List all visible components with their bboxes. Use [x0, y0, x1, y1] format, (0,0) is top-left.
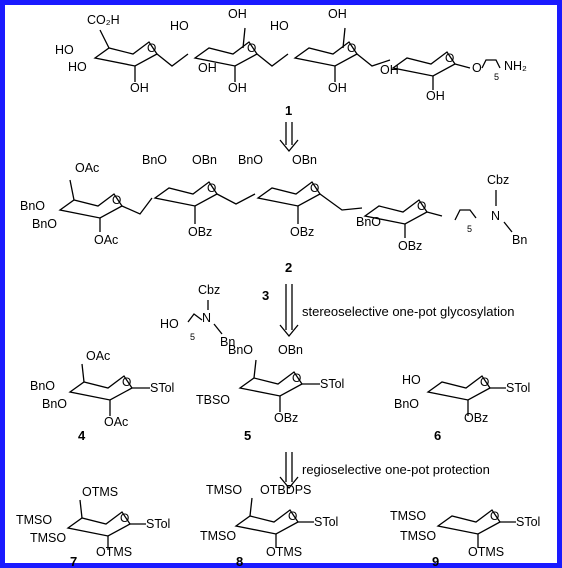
c7-otms-b: OTMS: [96, 545, 132, 559]
c1-co2h: CO₂H: [87, 13, 120, 27]
c8-otms: OTMS: [266, 545, 302, 559]
compound-5: BnO OBn TBSO STol OBz 5: [196, 343, 344, 443]
c4-label: 4: [78, 428, 86, 443]
c2-n: N: [491, 209, 500, 223]
retro-arrow-2: [279, 284, 299, 338]
protection-step-text: regioselective one-pot protection: [302, 462, 490, 477]
c5-stol: STol: [320, 377, 344, 391]
c3-n: N: [202, 311, 211, 325]
c2-obz-c: OBz: [398, 239, 422, 253]
c1-oh-c: OH: [228, 81, 247, 95]
c2-oac-a: OAc: [75, 161, 99, 175]
c3-bn: Bn: [220, 335, 235, 349]
c2-obz-a: OBz: [188, 225, 212, 239]
c6-bno: BnO: [394, 397, 419, 411]
c7-otms-a: OTMS: [82, 485, 118, 499]
c4-oac-a: OAc: [86, 349, 110, 363]
c3-label: 3: [262, 288, 269, 303]
c3-ho: HO: [160, 317, 179, 331]
c3-chain-subscript: 5: [190, 332, 195, 342]
c1-ho-b: HO: [68, 60, 87, 74]
c9-label: 9: [432, 554, 439, 568]
compound-9: TMSO TMSO STol OTMS 9: [390, 508, 540, 568]
c1-oh-e: OH: [328, 81, 347, 95]
c1-label: 1: [285, 103, 292, 118]
c6-stol: STol: [506, 381, 530, 395]
c7-tmso-a: TMSO: [16, 513, 52, 527]
c4-stol: STol: [150, 381, 174, 395]
c9-tmso-b: TMSO: [400, 529, 436, 543]
c1-oh-d: OH: [328, 7, 347, 21]
c2-label: 2: [285, 260, 292, 275]
c5-label: 5: [244, 428, 251, 443]
c2-bn: Bn: [512, 233, 527, 247]
c8-label: 8: [236, 554, 243, 568]
retro-arrow-3: [279, 452, 299, 490]
compound-2: OAc BnO BnO OAc BnO OBn OBz BnO OBn OBz …: [20, 153, 527, 275]
c1-ho-a: HO: [55, 43, 74, 57]
compound-8: TMSO OTBDPS TMSO STol OTMS 8: [200, 483, 338, 568]
c6-obz: OBz: [464, 411, 488, 425]
c7-tmso-b: TMSO: [30, 531, 66, 545]
c2-chain-subscript: 5: [467, 224, 472, 234]
c1-oh-g: OH: [426, 89, 445, 103]
c8-tmso-a: TMSO: [206, 483, 242, 497]
c5-tbso: TBSO: [196, 393, 230, 407]
c2-bno-d: BnO: [238, 153, 263, 167]
c8-stol: STol: [314, 515, 338, 529]
c1-ho-d: HO: [270, 19, 289, 33]
c1-oh-h: OH: [198, 61, 217, 75]
c6-ho: HO: [402, 373, 421, 387]
c2-bno-a: BnO: [20, 199, 45, 213]
c9-otms: OTMS: [468, 545, 504, 559]
c5-obn: OBn: [278, 343, 303, 357]
c2-obn-b: OBn: [292, 153, 317, 167]
compound-3: Cbz HO 5 N Bn 3: [160, 283, 269, 349]
c4-bno-a: BnO: [30, 379, 55, 393]
c2-obz-b: OBz: [290, 225, 314, 239]
c4-bno-b: BnO: [42, 397, 67, 411]
compound-7: OTMS TMSO TMSO STol OTMS 7: [16, 485, 170, 568]
c1-linker-o: O: [472, 61, 482, 75]
c1-ho-c: HO: [170, 19, 189, 33]
c1-chain-subscript: 5: [494, 72, 499, 82]
c2-bno-b: BnO: [32, 217, 57, 231]
c9-tmso-a: TMSO: [390, 509, 426, 523]
c2-obn-a: OBn: [192, 153, 217, 167]
c6-label: 6: [434, 428, 441, 443]
compound-1: CO₂H HO HO OH HO OH OH HO OH OH OH OH OH…: [55, 7, 527, 118]
c2-oac-b: OAc: [94, 233, 118, 247]
c1-oh-a: OH: [130, 81, 149, 95]
c8-tmso-b: TMSO: [200, 529, 236, 543]
c9-stol: STol: [516, 515, 540, 529]
c8-otbdps: OTBDPS: [260, 483, 311, 497]
c3-cbz: Cbz: [198, 283, 220, 297]
c2-bno-c: BnO: [142, 153, 167, 167]
compound-4: OAc BnO BnO STol OAc 4: [30, 349, 174, 443]
c5-bno: BnO: [228, 343, 253, 357]
c4-oac-b: OAc: [104, 415, 128, 429]
c2-cbz: Cbz: [487, 173, 509, 187]
glycosylation-step-text: stereoselective one-pot glycosylation: [302, 304, 514, 319]
retro-arrow-1: [279, 122, 299, 153]
c7-stol: STol: [146, 517, 170, 531]
c5-obz: OBz: [274, 411, 298, 425]
c1-oh-b: OH: [228, 7, 247, 21]
c1-oh-f: OH: [380, 63, 399, 77]
c7-label: 7: [70, 554, 77, 568]
c1-nh2: NH₂: [504, 59, 527, 73]
compound-6: HO BnO STol OBz 6: [394, 373, 530, 443]
c2-bno-e: BnO: [356, 215, 381, 229]
